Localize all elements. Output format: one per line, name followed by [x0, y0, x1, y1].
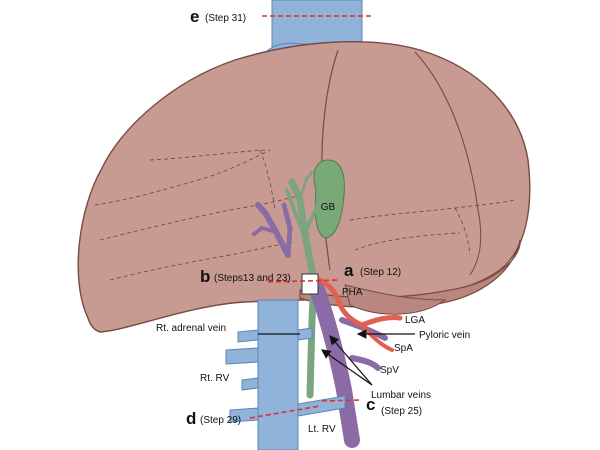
- label-pha: PHA: [342, 287, 363, 298]
- label-spv: SpV: [380, 365, 399, 376]
- label-d-step: (Step 29): [200, 415, 241, 426]
- label-a-step: (Step 12): [360, 267, 401, 278]
- arteries: [313, 275, 403, 352]
- label-rt-rv: Rt. RV: [200, 373, 230, 384]
- label-rt-adrenal-vein: Rt. adrenal vein: [156, 323, 226, 334]
- label-pyloric-vein: Pyloric vein: [419, 330, 470, 341]
- label-a-letter: a: [344, 261, 354, 280]
- cut-lines: [249, 15, 372, 419]
- label-lga: LGA: [405, 315, 425, 326]
- label-c-step: (Step 25): [381, 406, 422, 417]
- label-spa: SpA: [394, 343, 413, 354]
- left-portal-vessels: [252, 202, 293, 258]
- label-e-step: (Step 31): [205, 13, 246, 24]
- gallbladder: GB: [313, 159, 345, 239]
- gb-label: GB: [321, 202, 336, 213]
- label-d-letter: d: [186, 409, 196, 428]
- label-lt-rv: Lt. RV: [308, 424, 336, 435]
- label-lumbar-veins: Lumbar veins: [371, 390, 431, 401]
- label-b-step: (Steps13 and 23): [214, 273, 291, 284]
- label-b-letter: b: [200, 267, 210, 286]
- arrow-icon: [258, 329, 415, 386]
- label-c-letter: c: [366, 395, 375, 414]
- label-e-letter: e: [190, 7, 199, 26]
- cut-segment: [301, 273, 319, 295]
